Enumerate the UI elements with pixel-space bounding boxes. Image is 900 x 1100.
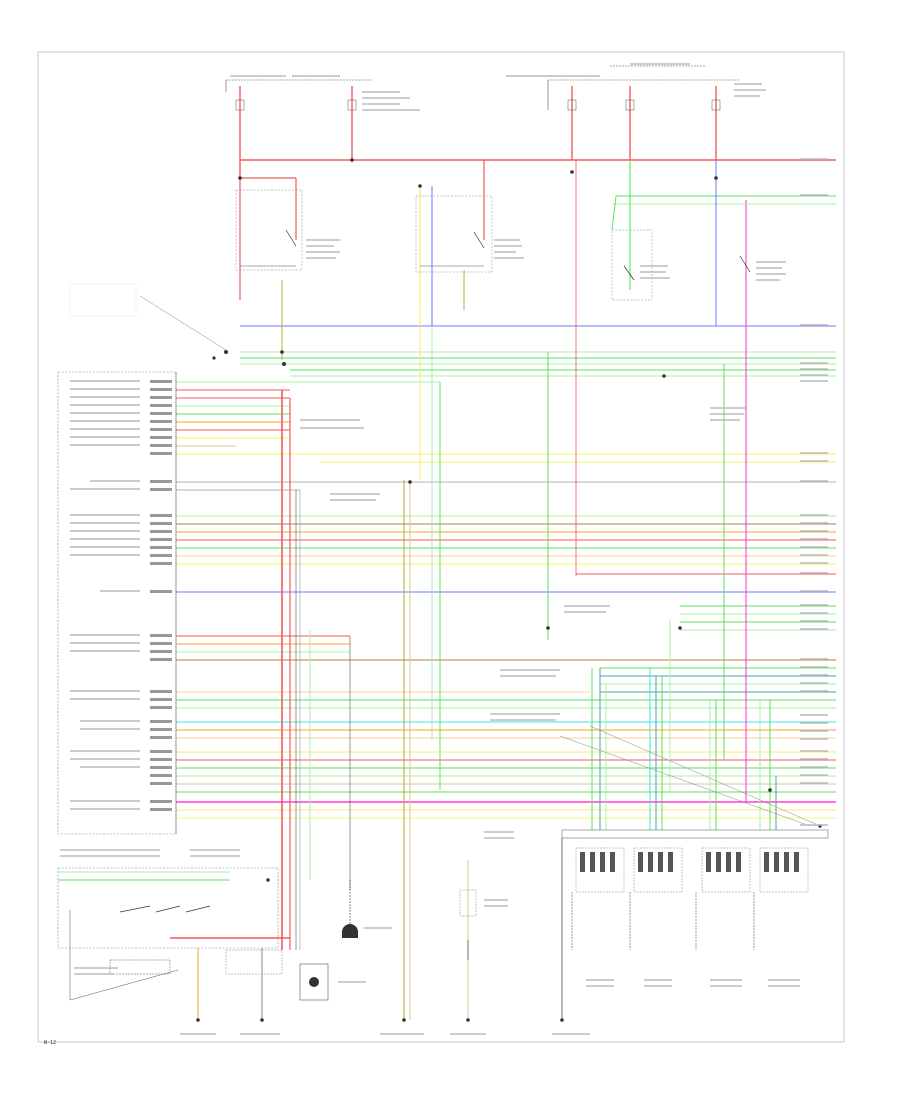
- top-power-area: [225, 65, 836, 360]
- injector-block-4: [759, 847, 809, 893]
- pcm-module: [57, 371, 177, 835]
- injector-blocks: [559, 725, 829, 1022]
- bottom-left-ignition: [57, 867, 290, 1022]
- injector-block-2: [633, 847, 683, 893]
- figure-code: W-12: [44, 1040, 57, 1046]
- bottom-sensors: [299, 880, 477, 1022]
- splice-points: [238, 158, 822, 828]
- injector-block-1: [575, 847, 625, 893]
- pcm-wire-bus: [176, 351, 836, 819]
- top-left-callout: [69, 283, 286, 366]
- vertical-connectors: [281, 160, 777, 1020]
- diagram-border: [37, 51, 845, 1043]
- faint-label-marks: [60, 63, 828, 1035]
- injector-block-3: [701, 847, 751, 893]
